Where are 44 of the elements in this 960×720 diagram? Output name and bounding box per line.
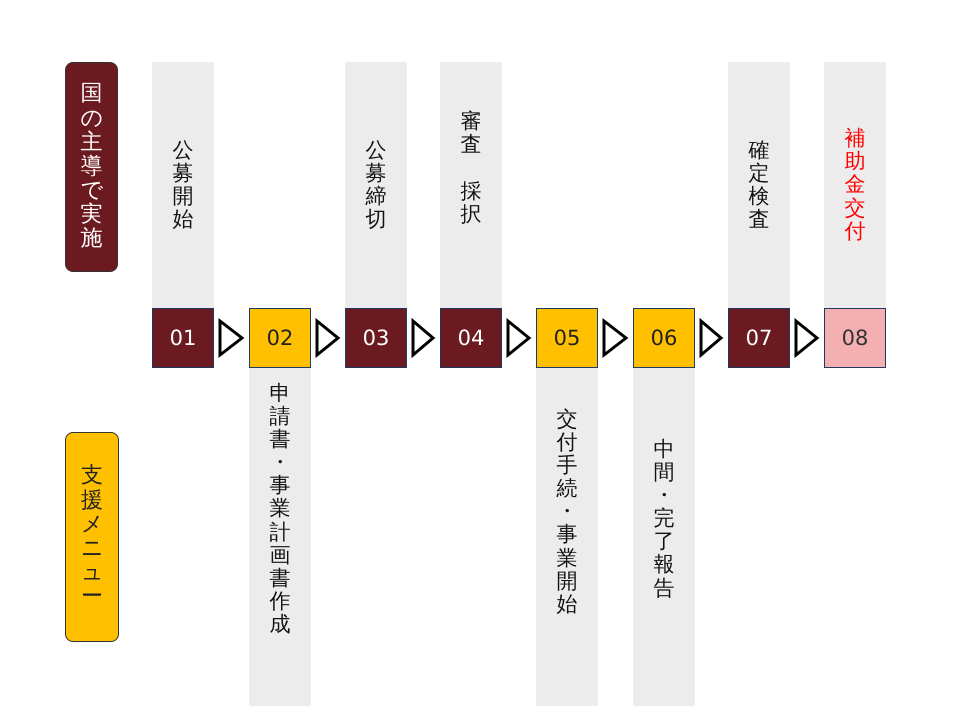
step-description-band: [633, 368, 695, 706]
step-number-box: [633, 308, 695, 368]
step-number: 07: [746, 326, 772, 350]
chevron-arrow: [602, 318, 628, 358]
category-label-box: [65, 62, 118, 272]
step-text: 交付手続・事業開始: [556, 408, 578, 616]
step-description-band: [440, 62, 502, 308]
step-description-band: [824, 62, 886, 308]
step-text: 公募締切: [366, 138, 386, 232]
step-number: 06: [650, 326, 678, 350]
step-number: 01: [170, 326, 196, 350]
step-number: 05: [554, 326, 580, 350]
chevron-arrow: [218, 318, 244, 358]
step-number-box: [345, 308, 407, 368]
step-text: 採択: [460, 180, 482, 226]
step-number-box: [152, 308, 214, 368]
step-number-box: [249, 308, 311, 368]
step-text: 中間・完了報告: [654, 438, 674, 600]
step-description-band: [536, 368, 598, 706]
step-description-band: [728, 62, 790, 308]
step-text: 申請書・事業計画書作成: [270, 382, 290, 636]
step-text: 確定検査: [748, 138, 770, 232]
step-text: 支援メニュー: [81, 464, 103, 610]
chevron-arrow: [316, 318, 340, 358]
step-number: 02: [266, 326, 294, 350]
step-number: 04: [458, 326, 484, 350]
step-text: 補助金交付: [844, 127, 866, 243]
step-number-box: [824, 308, 886, 368]
step-number: 08: [842, 326, 868, 350]
step-description-band: [345, 62, 407, 308]
chevron-arrow: [506, 318, 532, 358]
step-number: 03: [362, 326, 390, 350]
step-description-band: [152, 62, 214, 308]
chevron-arrow: [700, 318, 724, 358]
chevron-arrow: [794, 318, 820, 358]
chevron-arrow: [412, 318, 436, 358]
step-text: 審査: [460, 110, 482, 156]
category-label-box: [65, 432, 119, 642]
step-number-box: [728, 308, 790, 368]
step-number-box: [440, 308, 502, 368]
step-number-box: [536, 308, 598, 368]
step-description-band: [249, 368, 311, 706]
step-text: 国の主導で実施: [80, 82, 102, 252]
step-text: 公募開始: [172, 138, 194, 232]
